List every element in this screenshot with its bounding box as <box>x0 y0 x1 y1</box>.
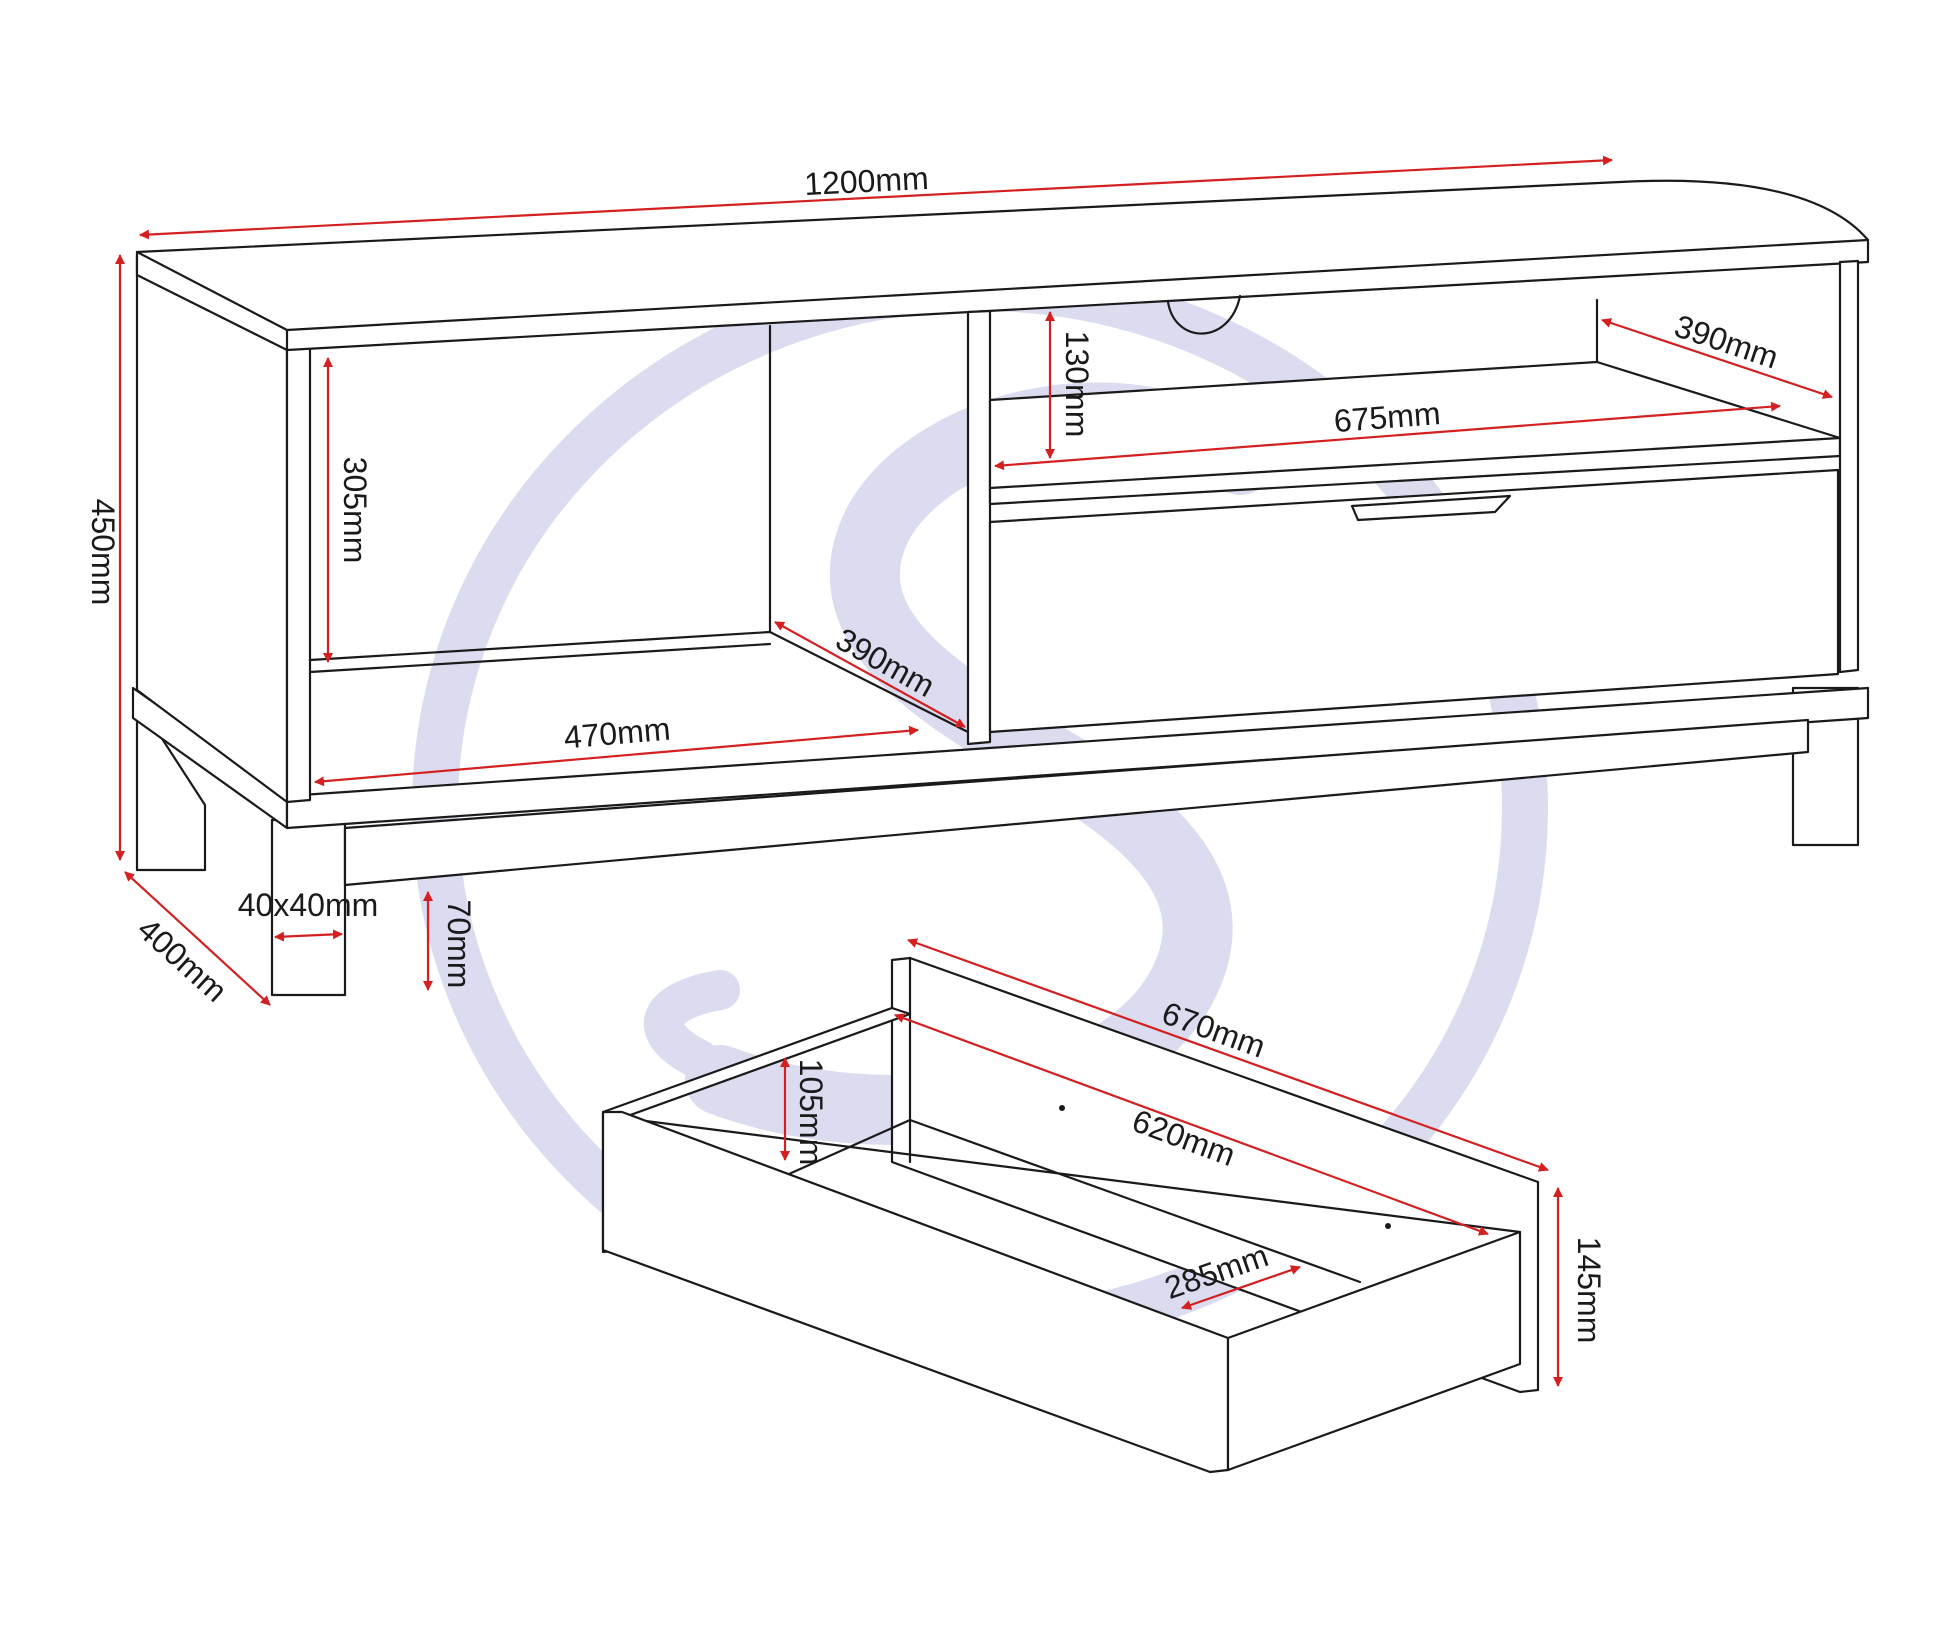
dim-line-right-shelf-depth <box>1601 318 1833 399</box>
label-overall-height: 450mm <box>85 499 121 606</box>
leg-back-right <box>1791 686 1860 847</box>
dim-line-drawer-inner-length <box>894 1013 1489 1236</box>
label-leg-clearance: 70mm <box>441 900 477 989</box>
dim-line-right-shelf-width <box>994 401 1781 471</box>
drawer-right-side <box>1226 1230 1522 1472</box>
cable-hole <box>1166 294 1242 335</box>
label-right-shelf-depth: 390mm <box>1670 308 1783 376</box>
center-divider <box>966 309 992 746</box>
left-front-upright <box>285 327 312 804</box>
dimension-lines <box>115 155 1833 1387</box>
dim-line-overall-depth <box>124 871 271 1006</box>
base-apron-front-lower <box>343 718 1810 887</box>
label-drawer-inner-height: 105mm <box>793 1059 829 1166</box>
dim-line-left-shelf-depth <box>774 621 966 728</box>
drawer-front <box>988 468 1840 734</box>
dim-line-leg-size <box>274 929 343 942</box>
label-right-shelf-width: 675mm <box>1333 395 1442 439</box>
leg-back-left <box>135 698 207 872</box>
drawer-handle <box>1350 494 1512 522</box>
drawer-exploded <box>601 956 1540 1474</box>
base-apron-front <box>285 686 1870 830</box>
label-overall-width: 1200mm <box>803 160 929 202</box>
label-left-shelf-width: 470mm <box>562 711 671 756</box>
tv-unit <box>131 179 1870 997</box>
label-right-shelf-height: 130mm <box>1059 331 1095 438</box>
right-side-panel <box>1838 259 1860 674</box>
dim-line-drawer-inner-depth <box>1181 1265 1301 1310</box>
label-left-shelf-height: 305mm <box>337 457 373 564</box>
label-drawer-front-height: 145mm <box>1571 1237 1607 1344</box>
label-leg-size: 40x40mm <box>238 887 379 923</box>
dim-line-overall-width <box>139 155 1613 240</box>
dim-line-left-shelf-width <box>314 725 919 787</box>
